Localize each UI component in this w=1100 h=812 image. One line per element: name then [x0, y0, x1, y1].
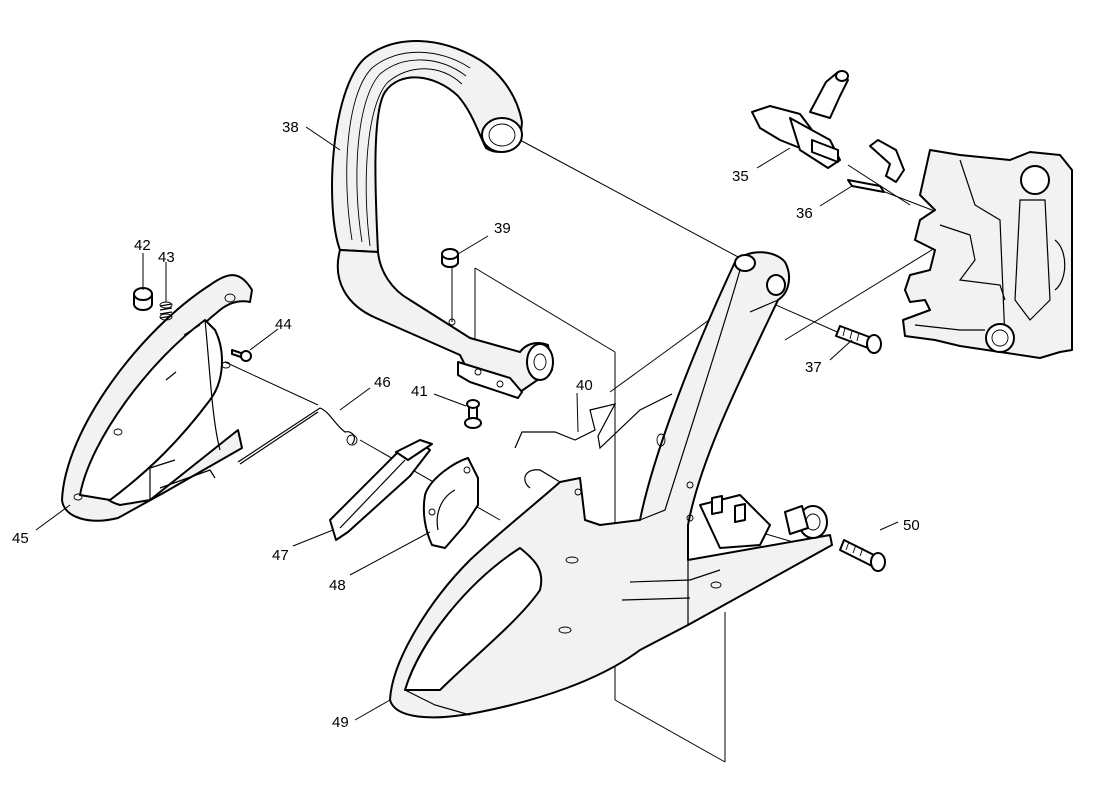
- callout-50: 50: [903, 517, 920, 534]
- spring-36: [848, 140, 904, 192]
- plate-48: [424, 458, 478, 548]
- wire-spring-40: [515, 394, 672, 448]
- callout-38: 38: [282, 119, 299, 136]
- callout-46: 46: [374, 374, 391, 391]
- callout-42: 42: [134, 237, 151, 254]
- callout-41: 41: [411, 383, 428, 400]
- side-cover-45: [62, 275, 252, 521]
- callout-37: 37: [805, 359, 822, 376]
- bushing-42: [134, 288, 152, 310]
- throttle-lever-35: [752, 71, 848, 168]
- callout-49: 49: [332, 714, 349, 731]
- screw-44: [232, 350, 251, 361]
- cable-46: [238, 408, 357, 464]
- callout-39: 39: [494, 220, 511, 237]
- callout-47: 47: [272, 547, 289, 564]
- cap-39: [442, 249, 458, 267]
- front-handle-bar: [332, 41, 553, 398]
- callout-48: 48: [329, 577, 346, 594]
- callout-40: 40: [576, 377, 593, 394]
- bolt-50: [840, 540, 885, 571]
- callout-36: 36: [796, 205, 813, 222]
- screw-41: [465, 400, 481, 428]
- engine-housing: [903, 150, 1072, 358]
- callout-45: 45: [12, 530, 29, 547]
- callout-35: 35: [732, 168, 749, 185]
- callout-44: 44: [275, 316, 292, 333]
- callout-43: 43: [158, 249, 175, 266]
- lever-47: [330, 440, 432, 540]
